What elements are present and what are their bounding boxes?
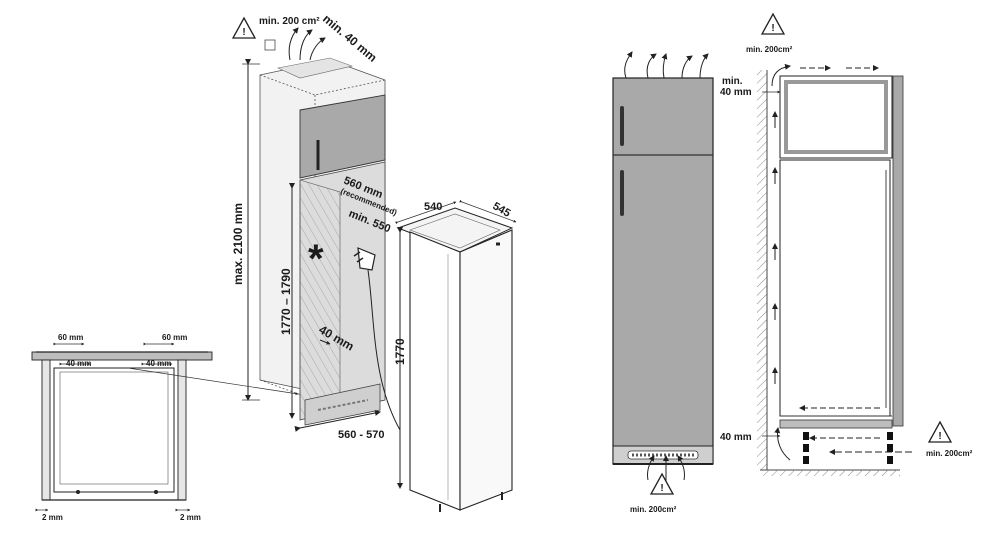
- power-plug-icon: [353, 247, 401, 431]
- front-airflow-view: !: [612, 51, 714, 495]
- vent-grille-icon: [264, 39, 276, 51]
- niche-height-label: 1770 – 1790: [279, 268, 293, 335]
- warning-icon: !: [231, 16, 257, 39]
- top-right-gap-label: 60 mm: [162, 333, 187, 342]
- appliance-isometric: [395, 199, 517, 512]
- gap-top-label: min. 40 mm: [320, 12, 380, 65]
- niche-width-dimension: [294, 410, 381, 432]
- side-airflow-view: !: [757, 12, 953, 476]
- vent-top-label: min. 200 cm²: [259, 16, 320, 27]
- side-bottom-gap-label: 40 mm: [720, 432, 752, 443]
- height-max-label: max. 2100 mm: [231, 203, 245, 285]
- side-top-gap-label-line1: min.: [722, 76, 743, 87]
- airflow-top-arrows: [288, 27, 326, 61]
- appliance-niche: [299, 161, 386, 426]
- front-bottom-vent-label: min. 200cm²: [630, 505, 677, 514]
- side-top-vent-label: min. 200cm²: [746, 45, 793, 54]
- warning-icon: !: [760, 12, 786, 35]
- svg-text:!: !: [242, 27, 245, 38]
- cabinet-installation-view: ! min. 200 cm² min. 40 mm: [231, 12, 401, 441]
- appliance-width-label: 540: [424, 201, 442, 213]
- warning-icon: !: [649, 472, 675, 495]
- plan-leader-line: [127, 367, 299, 396]
- upper-cabinet-door: [299, 94, 386, 179]
- svg-text:!: !: [660, 483, 663, 494]
- svg-text:!: !: [771, 23, 774, 34]
- wall-hatch: [757, 70, 767, 470]
- appliance-depth-label: 545: [491, 200, 513, 220]
- niche-width-label: 560 - 570: [338, 429, 384, 441]
- side-top-gap-label-line2: 40 mm: [720, 87, 752, 98]
- side-bottom-vent-label: min. 200cm²: [926, 449, 973, 458]
- top-view-plan: [31, 342, 213, 512]
- appliance-height-label: 1770: [393, 338, 407, 365]
- height-dimension: [242, 59, 260, 401]
- svg-text:!: !: [938, 431, 941, 442]
- inner-left-gap-label: 40 mm: [66, 359, 91, 368]
- top-left-gap-label: 60 mm: [58, 333, 83, 342]
- note-asterisk: *: [308, 237, 324, 281]
- inner-right-gap-label: 40 mm: [146, 359, 171, 368]
- bottom-right-gap-label: 2 mm: [180, 513, 201, 522]
- bottom-left-gap-label: 2 mm: [42, 513, 63, 522]
- warning-icon: !: [927, 420, 953, 443]
